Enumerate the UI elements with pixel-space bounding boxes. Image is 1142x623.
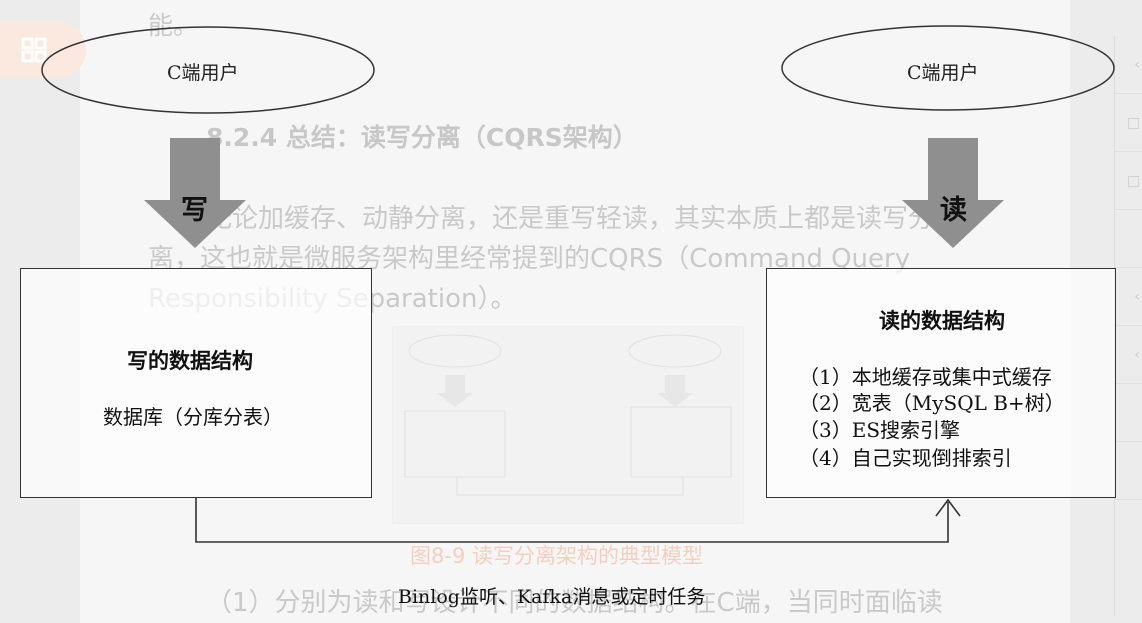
write-box-line: 数据库（分库分表） [103,405,283,429]
background-figure-thumbnail [392,326,744,524]
read-box-line: （4）自己实现倒排索引 [799,446,1012,470]
toolbar-icon[interactable] [1115,442,1142,500]
read-box-line: （3）ES搜索引擎 [799,418,961,442]
read-arrow-label: 读 [940,195,967,226]
share-icon[interactable]: ‹ [1115,36,1142,94]
toolbar-icon[interactable]: ‹ [1115,268,1142,326]
background-figure-caption: 图8-9 读写分离架构的典型模型 [410,544,703,568]
note-icon[interactable]: □ [1115,94,1142,152]
bookmark-icon[interactable]: □ [1115,152,1142,210]
read-box-line: （2）宽表（MySQL B+树） [799,391,1065,415]
toolbar-icon[interactable] [1115,384,1142,442]
toolbar-icon[interactable] [1115,210,1142,268]
left-float-button[interactable] [0,22,86,78]
right-user-label: C端用户 [907,62,979,84]
background-paragraph-line: 无论加缓存、动静分离，还是重写轻读，其实本质上都是读写分 [206,204,935,234]
write-data-structure-box: 写的数据结构 数据库（分库分表） [20,268,372,498]
background-paragraph-line: （1）分别为读和写设计不同的数据结构。在C端，当同时面临读 [206,588,943,618]
read-data-structure-box: 读的数据结构 （1）本地缓存或集中式缓存 （2）宽表（MySQL B+树） （3… [766,268,1116,498]
sync-connector-line [195,498,949,543]
sync-mechanism-label: Binlog监听、Kafka消息或定时任务 [398,586,706,608]
read-box-title: 读的数据结构 [879,308,1005,333]
toolbar-icon[interactable]: ‹ [1115,326,1142,384]
write-arrow-label: 写 [181,195,208,226]
read-arrow [902,138,1004,248]
left-user-ellipse [41,26,375,114]
right-user-ellipse [781,25,1115,111]
grid-icon [21,37,47,63]
write-box-title: 写的数据结构 [127,348,253,373]
background-section-heading: 8.2.4 总结：读写分离（CQRS架构） [206,123,638,152]
background-text-line: 能。 [148,11,199,40]
sync-arrow-head [935,498,961,517]
write-arrow [144,138,246,248]
left-user-label: C端用户 [167,62,239,84]
read-box-line: （1）本地缓存或集中式缓存 [799,365,1052,389]
